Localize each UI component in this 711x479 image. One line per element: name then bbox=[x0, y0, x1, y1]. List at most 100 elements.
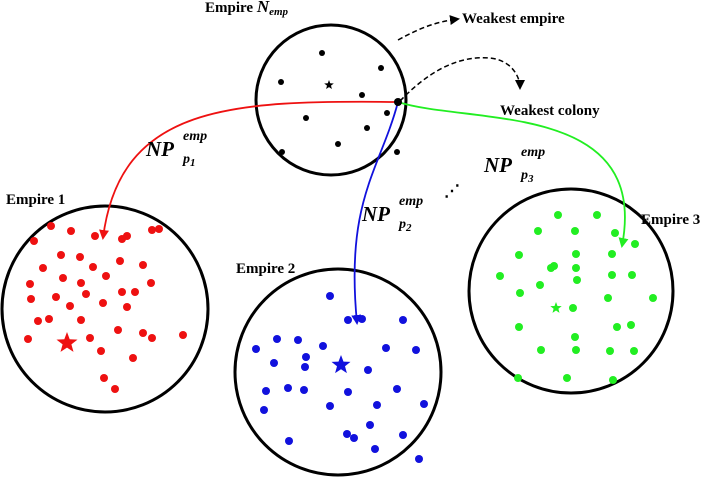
colony-dot bbox=[606, 347, 614, 355]
colony-dot bbox=[537, 346, 545, 354]
colony-dot bbox=[179, 331, 187, 339]
empire-3-label: Empire 3 bbox=[641, 212, 700, 228]
colony-dot bbox=[100, 374, 108, 382]
empire-2-label: Empire 2 bbox=[236, 261, 295, 277]
colony-dot bbox=[39, 264, 47, 272]
colony-dot bbox=[102, 272, 110, 280]
blue-migration-arrow bbox=[351, 101, 399, 325]
empire-2-colonies bbox=[252, 292, 428, 463]
colony-dot bbox=[420, 400, 428, 408]
empire-1-circle bbox=[0, 204, 210, 414]
colony-dot bbox=[118, 235, 126, 243]
colony-dot bbox=[59, 274, 67, 282]
empire-n-circle bbox=[254, 23, 408, 177]
svg-text:NP: NP bbox=[145, 137, 174, 161]
colony-dot bbox=[34, 317, 42, 325]
colony-dot bbox=[382, 344, 390, 352]
colony-dot bbox=[86, 334, 94, 342]
colony-dot bbox=[148, 226, 156, 234]
colony-dot bbox=[547, 264, 555, 272]
colony-dot bbox=[301, 363, 309, 371]
weakest-colony-dot bbox=[394, 98, 402, 106]
colony-dot bbox=[371, 445, 379, 453]
colony-dot bbox=[30, 237, 38, 245]
colony-dot bbox=[358, 315, 366, 323]
colony-dot bbox=[394, 149, 400, 155]
colony-dot bbox=[82, 290, 90, 298]
colony-dot bbox=[131, 288, 139, 296]
colony-dot bbox=[147, 279, 155, 287]
colony-dot bbox=[89, 263, 97, 271]
colony-dot bbox=[262, 387, 270, 395]
colony-dot bbox=[344, 316, 352, 324]
colony-dot bbox=[335, 141, 341, 147]
colony-dot bbox=[284, 384, 292, 392]
colony-dot bbox=[631, 240, 639, 248]
colony-dot bbox=[294, 336, 302, 344]
empire-n-colonies bbox=[278, 50, 400, 155]
colony-dot bbox=[399, 316, 407, 324]
colony-dot bbox=[554, 211, 562, 219]
colony-dot bbox=[148, 334, 156, 342]
colony-dot bbox=[569, 304, 577, 312]
colony-dot bbox=[384, 110, 390, 116]
colony-dot bbox=[252, 345, 260, 353]
colony-dot bbox=[572, 264, 580, 272]
colony-dot bbox=[364, 125, 370, 131]
colony-dot bbox=[273, 335, 281, 343]
colony-dot bbox=[536, 281, 544, 289]
svg-text:emp: emp bbox=[521, 145, 545, 160]
colony-dot bbox=[67, 227, 75, 235]
colony-dot bbox=[111, 385, 119, 393]
colony-dot bbox=[66, 302, 74, 310]
colony-dot bbox=[123, 303, 131, 311]
colony-dot bbox=[97, 347, 105, 355]
svg-text:emp: emp bbox=[399, 194, 423, 209]
colony-dot bbox=[129, 354, 137, 362]
colony-dot bbox=[415, 455, 423, 463]
colony-dot bbox=[649, 294, 657, 302]
colony-dot bbox=[24, 335, 32, 343]
colony-dot bbox=[278, 79, 284, 85]
colony-dot bbox=[627, 321, 635, 329]
ellipsis-more-empires: ⋰ bbox=[444, 183, 460, 200]
colony-dot bbox=[412, 346, 420, 354]
green-migration-arrow bbox=[397, 101, 629, 248]
np-p1-label: NP emp p1 bbox=[145, 129, 207, 169]
np-p3-label: NP emp p3 bbox=[483, 145, 545, 185]
np-p2-label: NP emp p2 bbox=[361, 194, 423, 234]
colony-dot bbox=[378, 65, 384, 71]
colony-dot bbox=[302, 353, 310, 361]
empire-n-label: Empire Nemp bbox=[205, 0, 289, 18]
colony-dot bbox=[571, 333, 579, 341]
svg-text:NP: NP bbox=[483, 153, 512, 177]
colony-dot bbox=[27, 295, 35, 303]
svg-text:p2: p2 bbox=[398, 217, 412, 234]
colony-dot bbox=[515, 251, 523, 259]
colony-dot bbox=[399, 431, 407, 439]
colony-dot bbox=[139, 261, 147, 269]
colony-dot bbox=[326, 292, 334, 300]
weakest-colony-label: Weakest colony bbox=[500, 103, 600, 119]
colony-dot bbox=[609, 376, 617, 384]
colony-dot bbox=[118, 288, 126, 296]
colony-dot bbox=[563, 374, 571, 382]
colony-dot bbox=[516, 289, 524, 297]
empire-2-circle bbox=[233, 267, 443, 477]
colony-dot bbox=[613, 323, 621, 331]
colony-dot bbox=[99, 299, 107, 307]
empire-n-imperialist-star bbox=[324, 80, 334, 89]
colony-dot bbox=[496, 272, 504, 280]
weakest-empire-label: Weakest empire bbox=[462, 11, 565, 27]
weakest-empire-dashed-arrow bbox=[397, 15, 460, 41]
colony-dot bbox=[155, 225, 163, 233]
colony-dot bbox=[57, 251, 65, 259]
colony-dot bbox=[319, 342, 327, 350]
colony-dot bbox=[572, 250, 580, 258]
empire-3-imperialist-star bbox=[550, 302, 562, 313]
colony-dot bbox=[611, 229, 619, 237]
colony-dot bbox=[628, 271, 636, 279]
svg-text:NP: NP bbox=[361, 202, 390, 226]
colony-dot bbox=[77, 316, 85, 324]
